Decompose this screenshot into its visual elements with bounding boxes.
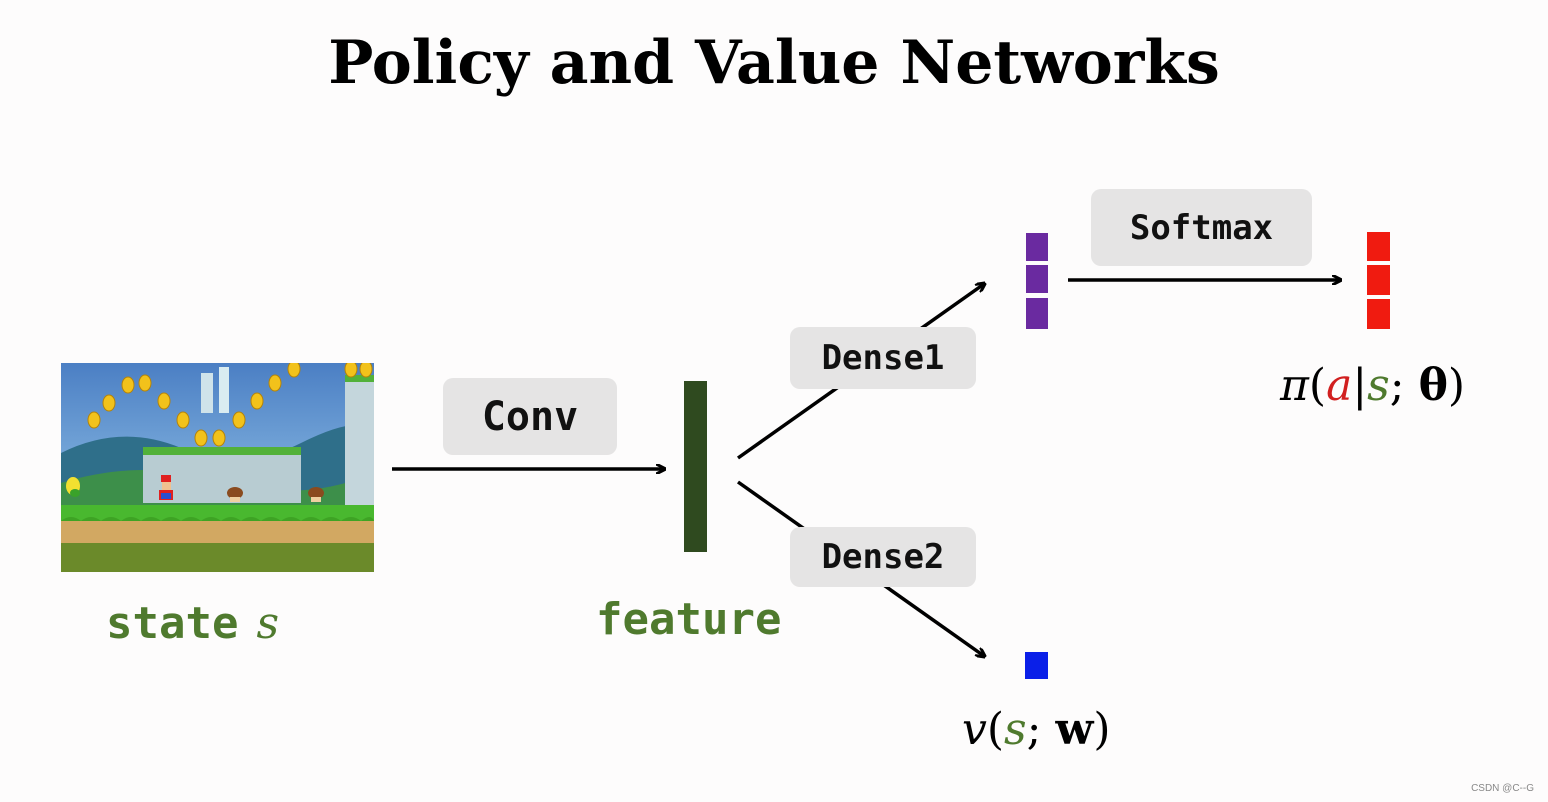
policy-output-vector — [1367, 232, 1390, 329]
state-variable: s — [256, 598, 280, 649]
value-param: w — [1055, 704, 1094, 755]
feature-vector — [684, 381, 707, 552]
game-state-image — [61, 363, 374, 572]
state-label: state — [106, 598, 239, 649]
conv-layer-label: Conv — [443, 378, 617, 455]
dense1-layer-label: Dense1 — [790, 327, 976, 389]
dense1-output-vector — [1026, 233, 1048, 329]
value-output-scalar — [1025, 652, 1048, 679]
policy-state: s — [1367, 360, 1390, 411]
policy-formula: π(a|s; θ) — [1280, 360, 1466, 411]
softmax-layer-label: Softmax — [1091, 189, 1312, 266]
watermark: CSDN @C--G — [1471, 783, 1534, 794]
page-title: Policy and Value Networks — [328, 28, 1220, 98]
value-state: s — [1004, 704, 1027, 755]
value-formula: v(s; w) — [962, 704, 1111, 755]
feature-caption: feature — [596, 594, 782, 645]
dense2-layer-label: Dense2 — [790, 527, 976, 587]
policy-fn: π — [1280, 360, 1309, 411]
value-fn: v — [962, 704, 987, 755]
policy-action: a — [1326, 360, 1353, 411]
policy-param: θ — [1418, 360, 1448, 411]
